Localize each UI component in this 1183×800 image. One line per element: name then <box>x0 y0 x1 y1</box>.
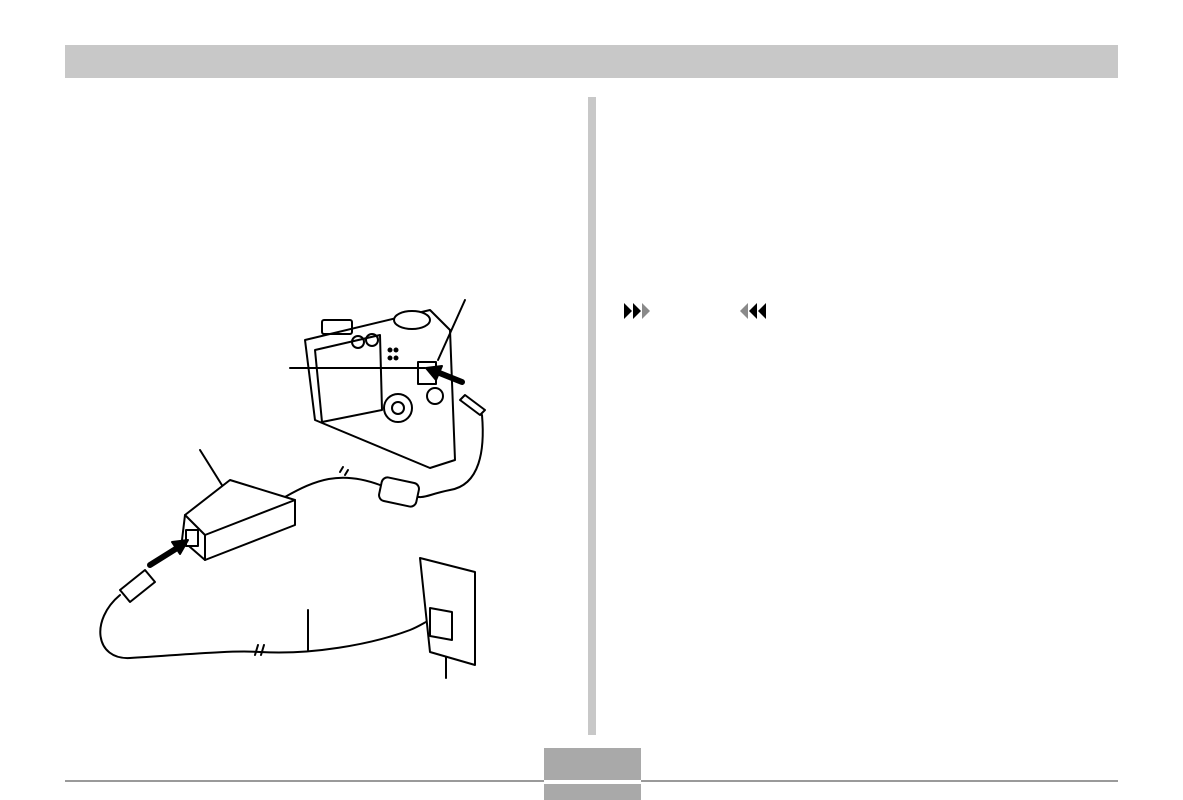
ferrite-core-icon <box>378 476 420 508</box>
ac-adaptor-icon <box>181 479 296 561</box>
wall-outlet-icon <box>419 557 476 666</box>
triple-left-arrow-icon <box>740 303 766 319</box>
camera-icon <box>304 309 456 469</box>
page-tab-gap <box>544 780 641 784</box>
ac-adaptor-connection-illustration <box>99 299 486 679</box>
dc-plug-icon <box>409 394 486 499</box>
power-plug-icon <box>119 569 156 603</box>
column-divider <box>588 97 596 735</box>
page-number-tab <box>544 748 641 800</box>
section-header-bar <box>65 45 1118 78</box>
triple-right-arrow-icon <box>624 303 650 319</box>
